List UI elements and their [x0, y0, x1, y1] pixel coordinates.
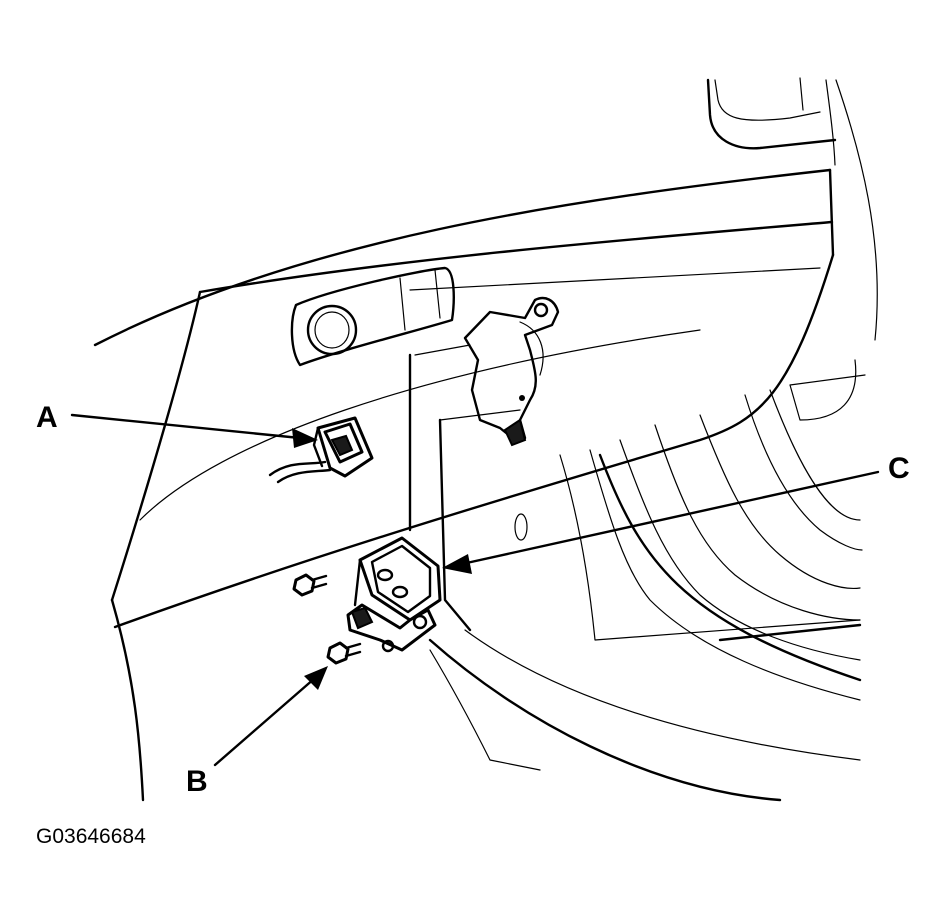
figure-id: G03646684	[36, 825, 146, 848]
interior-panel-outline	[93, 77, 878, 802]
callout-arrows	[70, 413, 880, 767]
callout-label-c: C	[888, 452, 910, 485]
module-c	[346, 536, 442, 653]
callout-label-a: A	[36, 401, 58, 434]
arrow-head-b	[304, 666, 328, 690]
arrow-head-a	[292, 428, 318, 448]
handle-recess	[290, 266, 455, 367]
bolt-b	[292, 573, 362, 665]
mounting-bracket	[463, 296, 560, 447]
arrow-head-c	[442, 554, 472, 574]
callout-label-b: B	[186, 765, 208, 798]
connector-a	[268, 416, 374, 484]
